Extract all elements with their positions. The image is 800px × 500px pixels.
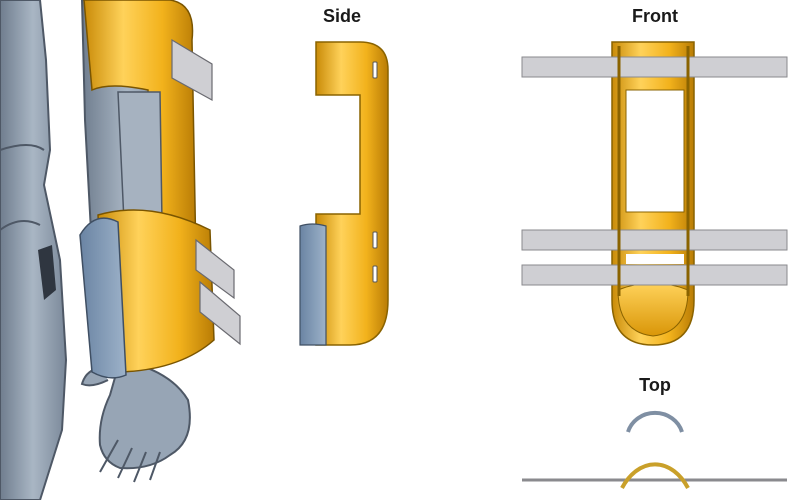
front-view-diagram	[521, 41, 788, 346]
hand	[80, 358, 191, 483]
top-view-gold-arc	[620, 462, 690, 489]
top-view-diagram	[522, 410, 787, 489]
front-view-window-top	[625, 89, 685, 213]
arm-model-render	[0, 0, 241, 500]
top-view-gray-arc	[626, 410, 684, 433]
forearm-window	[117, 91, 163, 223]
front-view-straps	[521, 56, 788, 286]
front-view-label: Front	[632, 6, 678, 26]
side-view-diagram	[299, 41, 389, 346]
torso-shadow	[38, 245, 56, 300]
model-straps	[171, 38, 241, 346]
wrist-cuff	[97, 209, 215, 373]
torso-panel-line	[0, 144, 45, 231]
torso	[0, 0, 68, 500]
blue-insert	[79, 217, 127, 379]
front-view-rails	[617, 46, 690, 296]
side-view-slots	[372, 61, 378, 283]
side-view-label: Side	[322, 6, 362, 26]
side-view-blue-insert	[299, 223, 327, 346]
front-view-window-bottom	[626, 254, 684, 264]
side-view-gold-body	[315, 41, 389, 346]
top-view-label: Top	[639, 375, 671, 395]
